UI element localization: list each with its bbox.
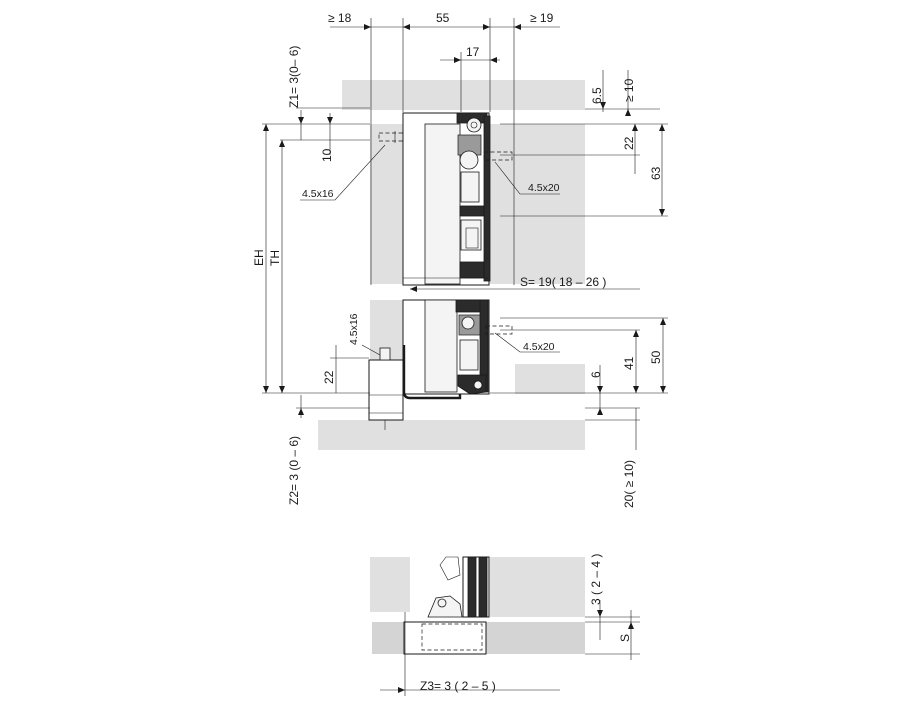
label-screw-left-top: 4.5x16 — [302, 188, 334, 200]
dim-screw-offset: 10 — [320, 148, 334, 162]
dim-s-range: S= 19( 18 – 26 ) — [520, 275, 606, 289]
dim-z2: Z2= 3 (0 – 6) — [287, 436, 301, 505]
dim-z3: Z3= 3 ( 2 – 5 ) — [420, 679, 496, 693]
dim-head-thick: 6.5 — [590, 87, 604, 104]
upper-door-panel-left — [370, 124, 403, 284]
dim-top-gap-right: ≥ 19 — [530, 11, 554, 25]
dimension-labels: ≥ 18 55 ≥ 19 17 ≥ 10 6.5 Z1= 3(0– 6) 10 … — [252, 11, 663, 693]
dim-bottom-6: 6 — [589, 371, 603, 378]
lower-guide-assembly — [402, 299, 490, 400]
dim-top-width: 55 — [436, 11, 450, 25]
floor-dowel — [368, 347, 404, 430]
dim-bottom-22: 22 — [322, 370, 336, 384]
top-ceiling-panel — [342, 80, 585, 110]
label-screw-right-bottom: 4.5x20 — [523, 341, 555, 353]
dim-bottom-50: 50 — [649, 350, 663, 364]
dim-top-63: 63 — [649, 166, 663, 180]
dimension-lines — [262, 18, 668, 696]
dim-top-gap-left: ≥ 18 — [328, 11, 352, 25]
label-screw-right-top: 4.5x20 — [528, 182, 560, 194]
dim-eh: EH — [252, 249, 266, 266]
dimension-arrows — [263, 24, 666, 693]
upper-door-panel-right — [490, 124, 585, 284]
detail-door-right — [490, 557, 585, 617]
detail-bottom-roller — [403, 556, 490, 680]
dim-detail-s: S — [618, 634, 632, 642]
right-cabinet-side — [515, 364, 585, 394]
bottom-floor-panel — [318, 420, 585, 450]
dim-detail-3: 3 ( 2 – 4 ) — [589, 554, 603, 605]
dim-track-width: 17 — [466, 45, 480, 59]
dim-top-22: 22 — [622, 136, 636, 150]
dim-th: TH — [268, 250, 282, 266]
dim-z1: Z1= 3(0– 6) — [287, 46, 301, 108]
upper-track-assembly — [402, 112, 491, 286]
detail-door-left — [370, 557, 410, 612]
dim-bottom-41: 41 — [622, 356, 636, 370]
screw-upper-left — [378, 131, 404, 143]
dim-floor-gap: 20( ≥ 10) — [622, 460, 636, 508]
screw-upper-right — [483, 151, 513, 161]
dim-head-clear: ≥ 10 — [622, 78, 636, 102]
label-screw-left-bottom: 4.5x16 — [348, 313, 360, 345]
